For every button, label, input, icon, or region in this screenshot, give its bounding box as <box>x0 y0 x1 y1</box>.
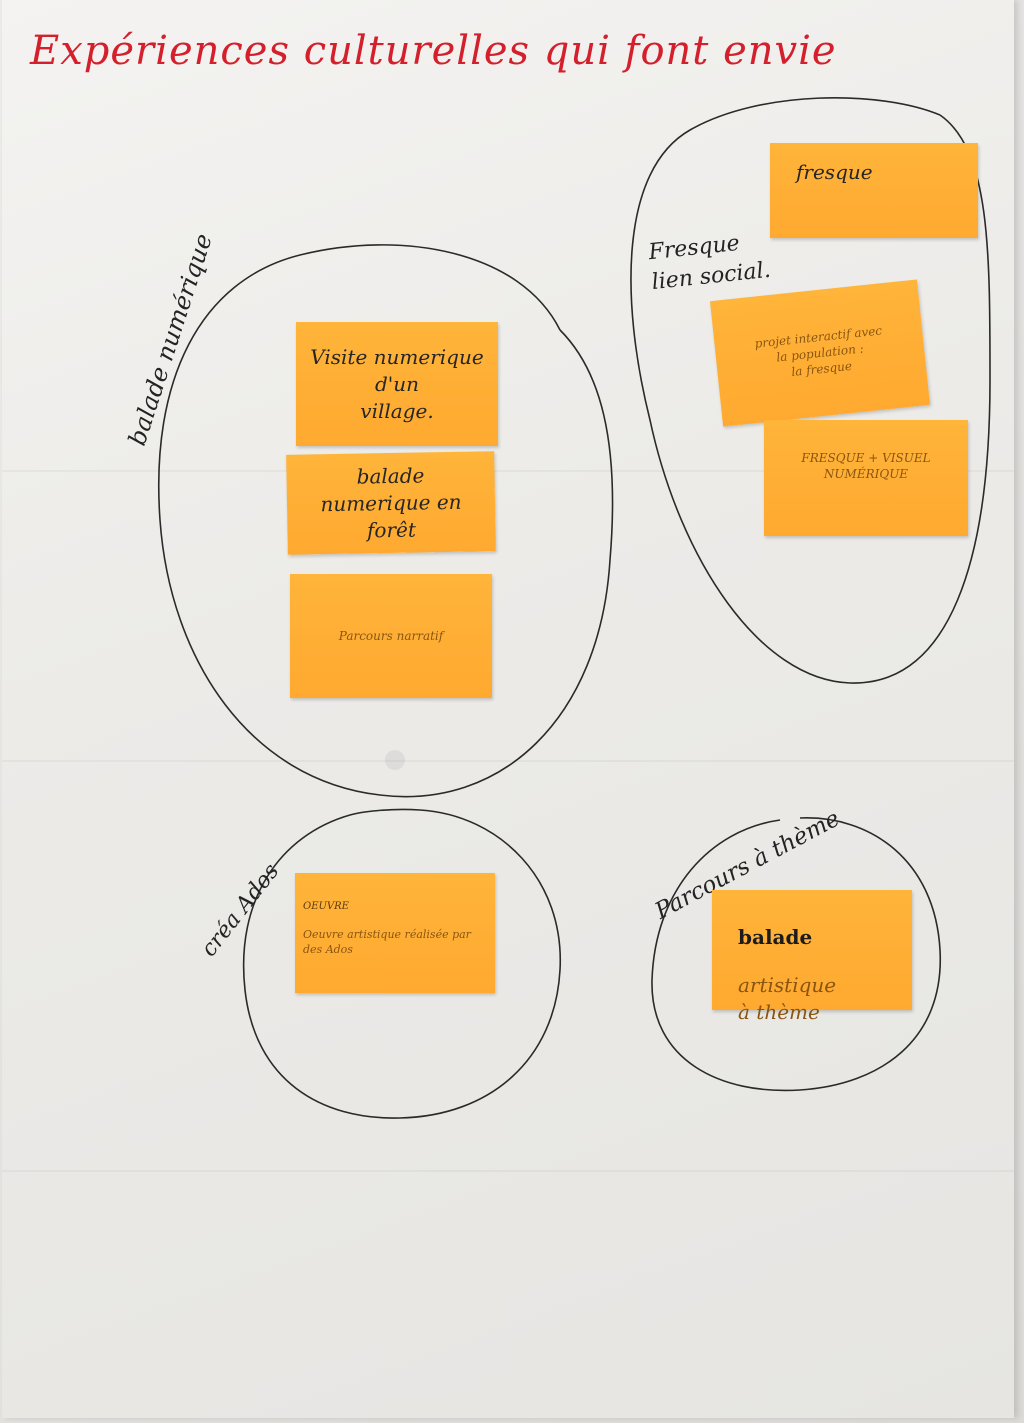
group-label-fresque: Fresque lien social. <box>647 226 772 298</box>
sticky-note-text: balade numerique en forêt <box>320 462 462 542</box>
circle-balade-numerique <box>158 244 614 798</box>
sticky-note-fresque-visuel: FRESQUE + VISUEL NUMÉRIQUE <box>764 420 968 536</box>
paper-spot <box>385 750 405 770</box>
sticky-note-text: Oeuvre artistique réalisée par des Ados <box>303 928 471 957</box>
sticky-note-parcours-narratif: Parcours narratif <box>290 574 492 698</box>
sticky-note-oeuvre-ados: OEUVRE Oeuvre artistique réalisée par de… <box>295 873 495 993</box>
sticky-note-balade-artistique: balade artistique à thème <box>712 890 912 1024</box>
sticky-note-text: fresque <box>796 160 873 184</box>
circle-parcours-a-theme <box>651 817 941 1092</box>
sticky-note-text: projet interactif avec la population : l… <box>753 323 883 380</box>
sticky-note-text: FRESQUE + VISUEL NUMÉRIQUE <box>801 451 931 482</box>
sticky-note-visite-village: Visite numerique d'un village. <box>296 322 498 446</box>
sticky-note-text: Visite numerique d'un village. <box>310 344 484 423</box>
circle-fresque <box>630 97 991 684</box>
sticky-note-balade-foret: balade numerique en forêt <box>286 451 496 555</box>
sticky-note-title: OEUVRE <box>303 900 349 912</box>
sticky-note-text: Parcours narratif <box>338 628 444 643</box>
circle-crea-ados <box>242 808 561 1119</box>
page-title: Expériences culturelles qui font envie <box>30 28 837 74</box>
sticky-note-fresque: fresque <box>770 143 978 238</box>
sticky-note-projet-interactif: projet interactif avec la population : l… <box>709 279 931 427</box>
sticky-note-title: balade <box>738 924 813 949</box>
sticky-note-text: artistique à thème <box>738 973 837 1025</box>
